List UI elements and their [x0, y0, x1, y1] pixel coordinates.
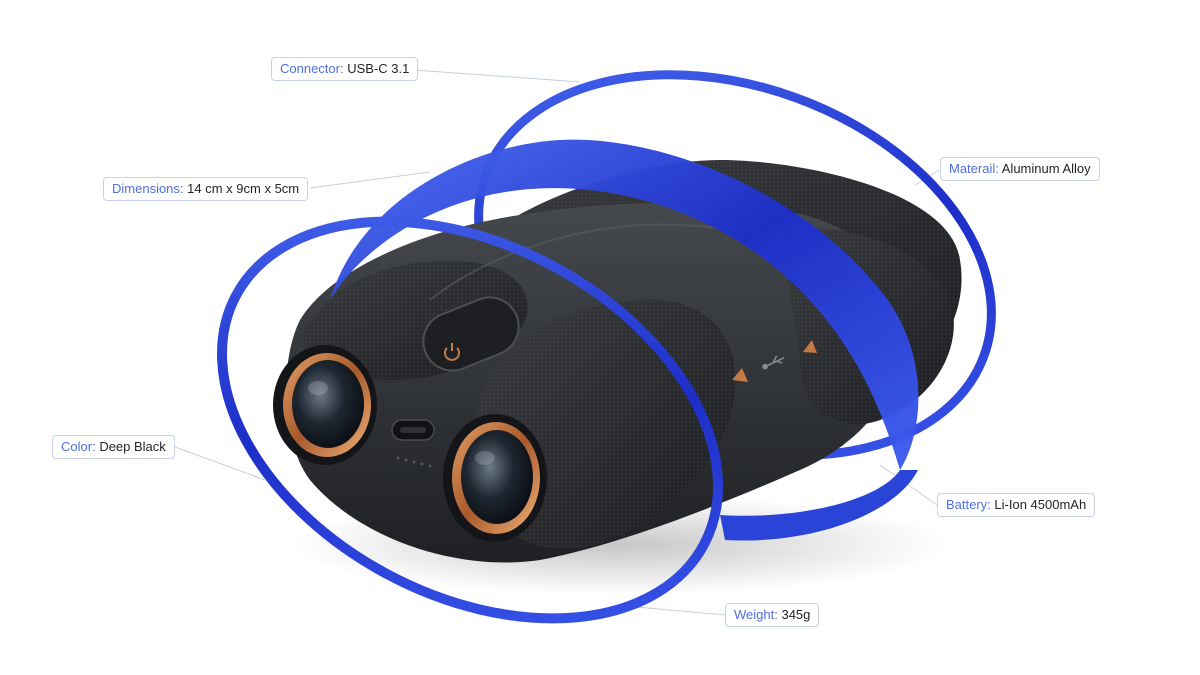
spec-connector-value: USB-C 3.1 [347, 61, 410, 76]
leader-weight [624, 605, 726, 616]
spec-material: Materail: Aluminum Alloy [940, 157, 1100, 181]
spec-weight-label: Weight: [734, 607, 778, 622]
power-icon [444, 343, 460, 361]
spec-material-label: Materail: [949, 161, 999, 176]
spec-battery: Battery: Li-Ion 4500mAh [937, 493, 1096, 517]
ribbon-front [217, 139, 919, 624]
spec-material-value: Aluminum Alloy [1001, 161, 1091, 176]
spec-weight-value: 345g [781, 607, 811, 622]
spec-color: Color: Deep Black [52, 435, 175, 459]
spec-color-label: Color: [61, 439, 96, 454]
power-button [422, 296, 520, 372]
leader-battery [879, 464, 938, 506]
usb-c-port [391, 419, 435, 468]
left-lens [273, 345, 377, 465]
spec-battery-label: Battery: [946, 497, 991, 512]
spec-weight: Weight: 345g [725, 603, 820, 627]
side-buttons [732, 340, 817, 382]
leader-dimensions [309, 171, 431, 189]
spec-connector: Connector: USB-C 3.1 [271, 57, 419, 81]
leader-lines [174, 69, 941, 616]
spec-battery-value: Li-Ion 4500mAh [994, 497, 1087, 512]
spec-color-value: Deep Black [99, 439, 166, 454]
spec-dimensions-label: Dimensions: [112, 181, 184, 196]
leader-color [174, 446, 266, 481]
usb-icon [762, 355, 785, 370]
leader-connector [413, 69, 581, 83]
spec-connector-label: Connector: [280, 61, 344, 76]
right-lens [443, 414, 547, 542]
spec-dimensions-value: 14 cm x 9cm x 5cm [187, 181, 300, 196]
spec-dimensions: Dimensions: 14 cm x 9cm x 5cm [103, 177, 309, 201]
